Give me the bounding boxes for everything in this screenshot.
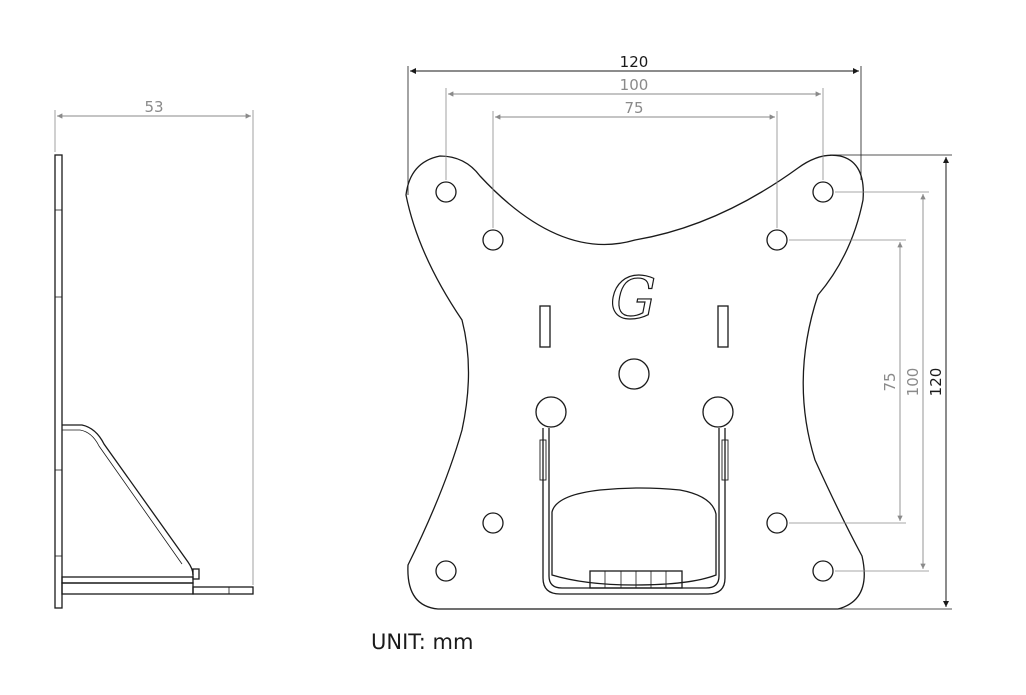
unit-label: UNIT: mm [371,630,474,654]
height-120-dimension: 120 [830,154,952,610]
width-120-dimension: 120 [407,53,862,195]
slot-left [539,305,551,348]
hole-100-bottom-right [812,560,834,582]
hole-75-top-right [766,229,788,251]
hole-100-bottom-left [435,560,457,582]
side-plate [54,154,63,609]
hole-100-top-left [435,181,457,203]
height-75-dimension: 75 [789,239,906,524]
side-foot [61,576,194,584]
front-plate-outline [405,154,865,610]
width-120-label: 120 [620,53,649,71]
hole-100-top-right [812,181,834,203]
latch-handle [551,487,717,586]
hook-hole-right [702,396,734,428]
slot-right [717,305,729,348]
side-bracket [62,424,194,576]
hole-75-bottom-right [766,512,788,534]
height-100-dimension: 100 [835,191,929,572]
front-view [405,154,865,610]
center-hole [618,358,650,390]
hole-75-top-left [482,229,504,251]
height-120-label: 120 [927,368,945,397]
side-depth-dimension: 53 [54,98,254,585]
hole-75-bottom-left [482,512,504,534]
brand-logo: G [610,264,656,332]
width-75-label: 75 [624,99,643,117]
width-100-label: 100 [620,76,649,94]
height-75-label: 75 [881,372,899,391]
latch-frame [542,428,726,595]
width-100-dimension: 100 [445,76,824,180]
side-depth-label: 53 [144,98,163,116]
side-view [54,154,254,609]
height-100-label: 100 [904,368,922,397]
hook-hole-left [535,396,567,428]
width-75-dimension: 75 [492,99,778,228]
